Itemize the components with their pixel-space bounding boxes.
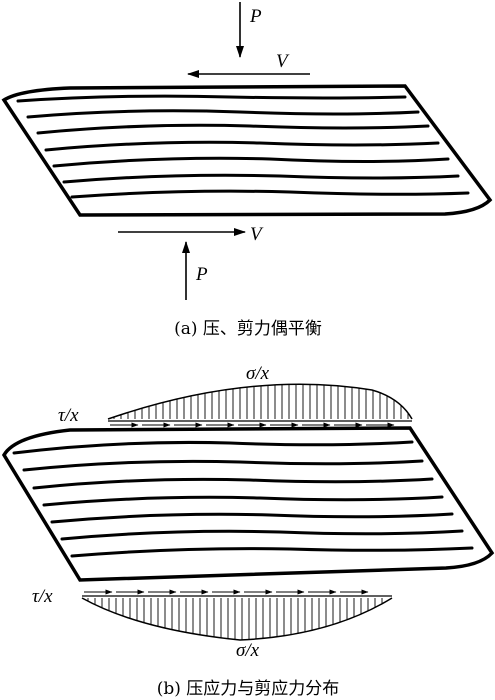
stress-envelope-top <box>107 383 413 420</box>
fiber-line <box>50 512 454 524</box>
label-sigma-top: σ/x <box>246 363 270 384</box>
label-tau-bottom: τ/x <box>32 586 53 607</box>
stress-hatch-bottom <box>87 598 383 640</box>
fiber-line <box>26 109 420 119</box>
label-tau-top: τ/x <box>58 405 79 426</box>
fiber-line <box>16 94 407 103</box>
fiber-block-a <box>1 84 493 217</box>
diagram-a: P V V P (a) 压、剪力偶平衡 <box>1 2 493 339</box>
diagram-b: σ/x τ/x τ/x σ/x (b) 压应力与剪应力分布 <box>1 363 495 699</box>
block-outline-a <box>1 84 493 217</box>
fiber-line <box>70 546 474 558</box>
label-p-bottom: P <box>195 264 208 285</box>
fiber-line <box>22 459 424 472</box>
caption-a: (a) 压、剪力偶平衡 <box>174 319 322 339</box>
fiber-line <box>52 156 450 168</box>
block-outline-b <box>1 426 495 582</box>
fiber-line <box>36 123 430 135</box>
fiber-block-b <box>1 426 495 582</box>
fiber-line <box>32 477 434 490</box>
stress-hatch-top <box>113 384 409 419</box>
caption-b: (b) 压应力与剪应力分布 <box>157 679 340 699</box>
stress-envelope-bottom <box>81 597 393 641</box>
label-v-bottom: V <box>250 224 264 245</box>
fiber-line <box>42 495 444 507</box>
fiber-line <box>62 173 460 184</box>
fiber-line <box>60 529 464 541</box>
fiber-line <box>70 189 470 199</box>
fiber-line <box>12 440 414 455</box>
label-v-top: V <box>276 51 290 72</box>
label-p-top: P <box>249 6 262 27</box>
fiber-line <box>44 140 440 152</box>
label-sigma-bottom: σ/x <box>236 640 260 661</box>
